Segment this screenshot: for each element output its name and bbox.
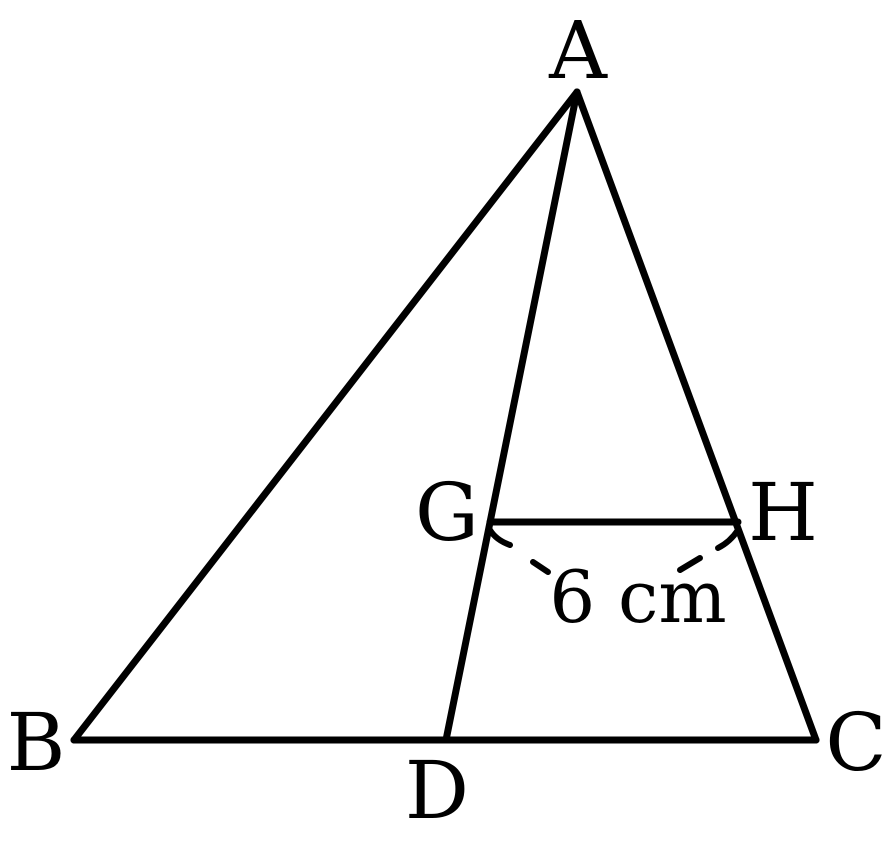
dimension-brace-left-tail: [530, 559, 551, 575]
label-g: G: [415, 466, 479, 559]
segment-ad: [442, 88, 581, 744]
segment-ac: [573, 88, 820, 744]
label-gh-length: 6 cm: [549, 555, 726, 639]
label-c: C: [825, 696, 886, 789]
dimension-brace-right: [715, 527, 741, 551]
label-d: D: [405, 744, 469, 837]
dimension-brace-left: [487, 527, 513, 548]
label-a: A: [548, 4, 608, 97]
dimension-brace-right-tail: [677, 555, 703, 573]
segment-ab: [70, 88, 581, 744]
label-b: B: [7, 696, 66, 789]
label-h: H: [748, 466, 818, 559]
